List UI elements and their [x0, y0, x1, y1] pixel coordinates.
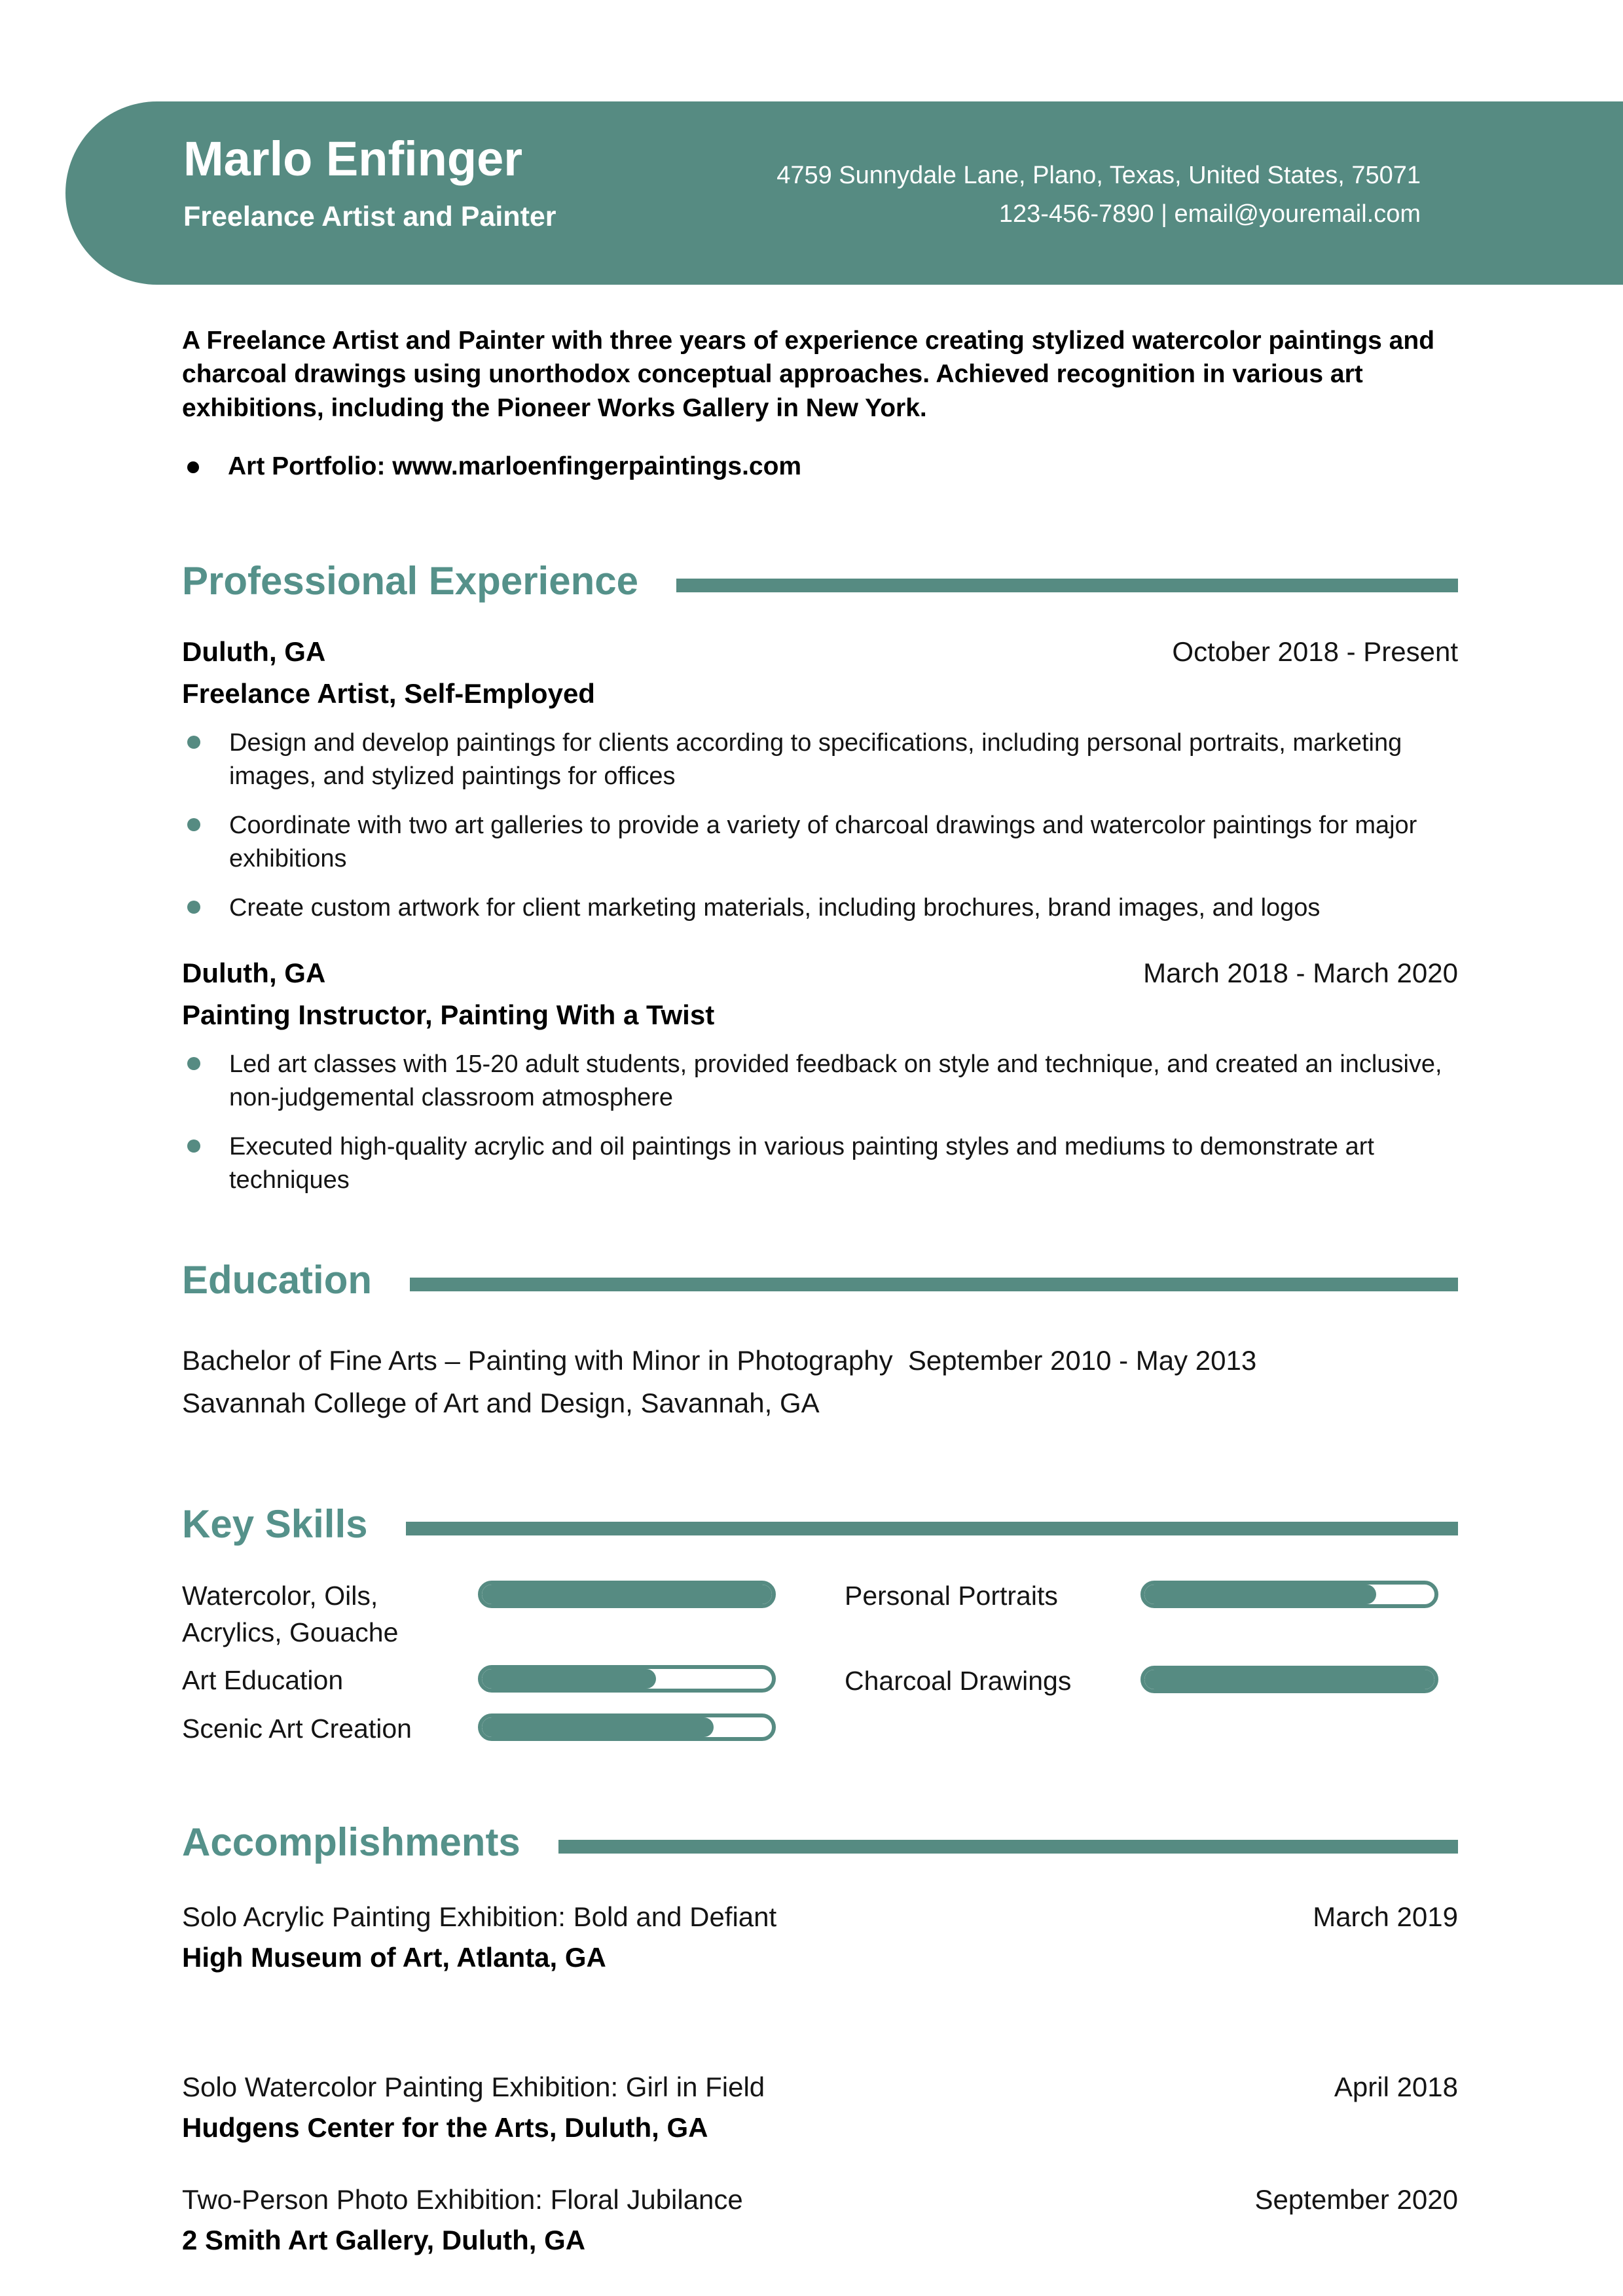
skill-row: Scenic Art Creation: [182, 1711, 776, 1748]
bullet-text: Create custom artwork for client marketi…: [229, 894, 1321, 922]
accomplishment-date: April 2018: [1334, 2071, 1458, 2102]
section-head-accomplishments: Accomplishments: [182, 1820, 1458, 1865]
accomplishment-title: Two-Person Photo Exhibition: Floral Jubi…: [182, 2183, 743, 2215]
skill-progress-fill: [482, 1584, 772, 1604]
accomplishment-row: Solo Watercolor Painting Exhibition: Gir…: [182, 2072, 1458, 2103]
job-dates: March 2018 - March 2020: [1143, 957, 1458, 988]
person-name: Marlo Enfinger: [183, 132, 523, 186]
job-entry: Duluth, GA March 2018 - March 2020 Paint…: [182, 958, 1458, 1197]
skill-label: Charcoal Drawings: [845, 1665, 1072, 1696]
bullet-text: Executed high-quality acrylic and oil pa…: [229, 1132, 1374, 1194]
section-head-skills: Key Skills: [182, 1501, 1458, 1547]
contact-block: 4759 Sunnydale Lane, Plano, Texas, Unite…: [776, 101, 1623, 234]
contact-address: 4759 Sunnydale Lane, Plano, Texas, Unite…: [776, 162, 1421, 189]
section-title-skills: Key Skills: [182, 1501, 368, 1546]
skill-label: Art Education: [182, 1665, 344, 1696]
skill-row: Personal Portraits: [845, 1578, 1438, 1615]
section-rule: [558, 1839, 1458, 1854]
accomplishment-venue: High Museum of Art, Atlanta, GA: [182, 1941, 606, 1973]
bullet-dot-icon: [187, 736, 200, 749]
accomplishment-entry: Solo Watercolor Painting Exhibition: Gir…: [182, 2072, 1458, 2144]
skill-label: Watercolor, Oils, Acrylics, Gouache: [182, 1580, 399, 1647]
list-item: Create custom artwork for client marketi…: [182, 891, 1458, 925]
list-item: Executed high-quality acrylic and oil pa…: [182, 1130, 1458, 1197]
header-identity: Marlo Enfinger Freelance Artist and Pain…: [65, 101, 556, 233]
job-dates: October 2018 - Present: [1172, 636, 1458, 668]
job-bullet-list: Led art classes with 15-20 adult student…: [182, 1048, 1458, 1197]
skill-progress-bar: [1140, 1580, 1438, 1608]
education-degree-line: Bachelor of Fine Arts – Painting with Mi…: [182, 1344, 1257, 1376]
portfolio-text: Art Portfolio: www.marloenfingerpainting…: [228, 452, 802, 481]
skills-grid: Watercolor, Oils, Acrylics, Gouache Art …: [182, 1578, 1458, 1759]
accomplishment-entry: Two-Person Photo Exhibition: Floral Jubi…: [182, 2184, 1458, 2256]
section-title-experience: Professional Experience: [182, 559, 638, 603]
bullet-text: Design and develop paintings for clients…: [229, 729, 1402, 791]
accomplishment-row: Solo Acrylic Painting Exhibition: Bold a…: [182, 1901, 1458, 1933]
bullet-dot-icon: [187, 818, 200, 832]
bullet-dot-icon: [187, 1056, 200, 1070]
skills-column-left: Watercolor, Oils, Acrylics, Gouache Art …: [182, 1578, 776, 1759]
skill-progress-bar: [478, 1713, 776, 1741]
portfolio-bullet-row: Art Portfolio: www.marloenfingerpainting…: [182, 452, 1458, 481]
bullet-dot-icon: [187, 1139, 200, 1153]
person-job-title: Freelance Artist and Painter: [183, 200, 556, 232]
section-rule: [676, 579, 1458, 593]
skill-label: Scenic Art Creation: [182, 1713, 412, 1744]
resume-body: A Freelance Artist and Painter with thre…: [182, 324, 1458, 2256]
section-title-education: Education: [182, 1257, 373, 1302]
bullet-dot-icon: [187, 901, 200, 914]
skill-progress-fill: [482, 1717, 714, 1737]
skill-progress-fill: [482, 1669, 656, 1689]
job-entry: Duluth, GA October 2018 - Present Freela…: [182, 636, 1458, 925]
job-location: Duluth, GA: [182, 957, 326, 988]
section-head-education: Education: [182, 1257, 1458, 1302]
header-band: Marlo Enfinger Freelance Artist and Pain…: [65, 101, 1623, 285]
education-school-line: Savannah College of Art and Design, Sava…: [182, 1387, 820, 1418]
accomplishment-venue: Hudgens Center for the Arts, Duluth, GA: [182, 2111, 708, 2143]
job-role: Painting Instructor, Painting With a Twi…: [182, 999, 715, 1030]
section-title-accomplishments: Accomplishments: [182, 1820, 520, 1864]
contact-phone-email: 123-456-7890 | email@youremail.com: [998, 200, 1421, 228]
skill-row: Art Education: [182, 1662, 776, 1699]
accomplishment-date: September 2020: [1254, 2183, 1458, 2215]
accomplishment-date: March 2019: [1313, 1901, 1458, 1932]
skill-progress-bar: [478, 1580, 776, 1608]
section-rule: [405, 1521, 1458, 1535]
job-bullet-list: Design and develop paintings for clients…: [182, 726, 1458, 925]
job-location: Duluth, GA: [182, 636, 326, 668]
section-head-experience: Professional Experience: [182, 558, 1458, 603]
skill-label: Personal Portraits: [845, 1580, 1058, 1611]
list-item: Design and develop paintings for clients…: [182, 726, 1458, 793]
job-meta-row: Duluth, GA October 2018 - Present: [182, 636, 1458, 668]
section-rule: [410, 1277, 1458, 1291]
accomplishment-title: Solo Watercolor Painting Exhibition: Gir…: [182, 2071, 765, 2102]
list-item: Coordinate with two art galleries to pro…: [182, 809, 1458, 876]
accomplishment-entry: Solo Acrylic Painting Exhibition: Bold a…: [182, 1901, 1458, 1973]
bullet-dot-icon: [187, 461, 199, 474]
skill-progress-fill: [1144, 1669, 1434, 1689]
job-role: Freelance Artist, Self-Employed: [182, 678, 595, 709]
list-item: Led art classes with 15-20 adult student…: [182, 1048, 1458, 1115]
bullet-text: Coordinate with two art galleries to pro…: [229, 812, 1417, 873]
skill-progress-fill: [1144, 1584, 1377, 1604]
skill-progress-bar: [478, 1665, 776, 1693]
skills-column-right: Personal Portraits Charcoal Drawings: [845, 1578, 1438, 1759]
skill-row: Watercolor, Oils, Acrylics, Gouache: [182, 1578, 776, 1651]
skill-row: Charcoal Drawings: [845, 1663, 1438, 1700]
accomplishment-title: Solo Acrylic Painting Exhibition: Bold a…: [182, 1901, 777, 1932]
accomplishment-row: Two-Person Photo Exhibition: Floral Jubi…: [182, 2184, 1458, 2215]
bullet-text: Led art classes with 15-20 adult student…: [229, 1050, 1442, 1111]
skill-progress-bar: [1140, 1665, 1438, 1693]
job-meta-row: Duluth, GA March 2018 - March 2020: [182, 958, 1458, 989]
summary-paragraph: A Freelance Artist and Painter with thre…: [182, 327, 1435, 422]
accomplishment-venue: 2 Smith Art Gallery, Duluth, GA: [182, 2224, 586, 2255]
